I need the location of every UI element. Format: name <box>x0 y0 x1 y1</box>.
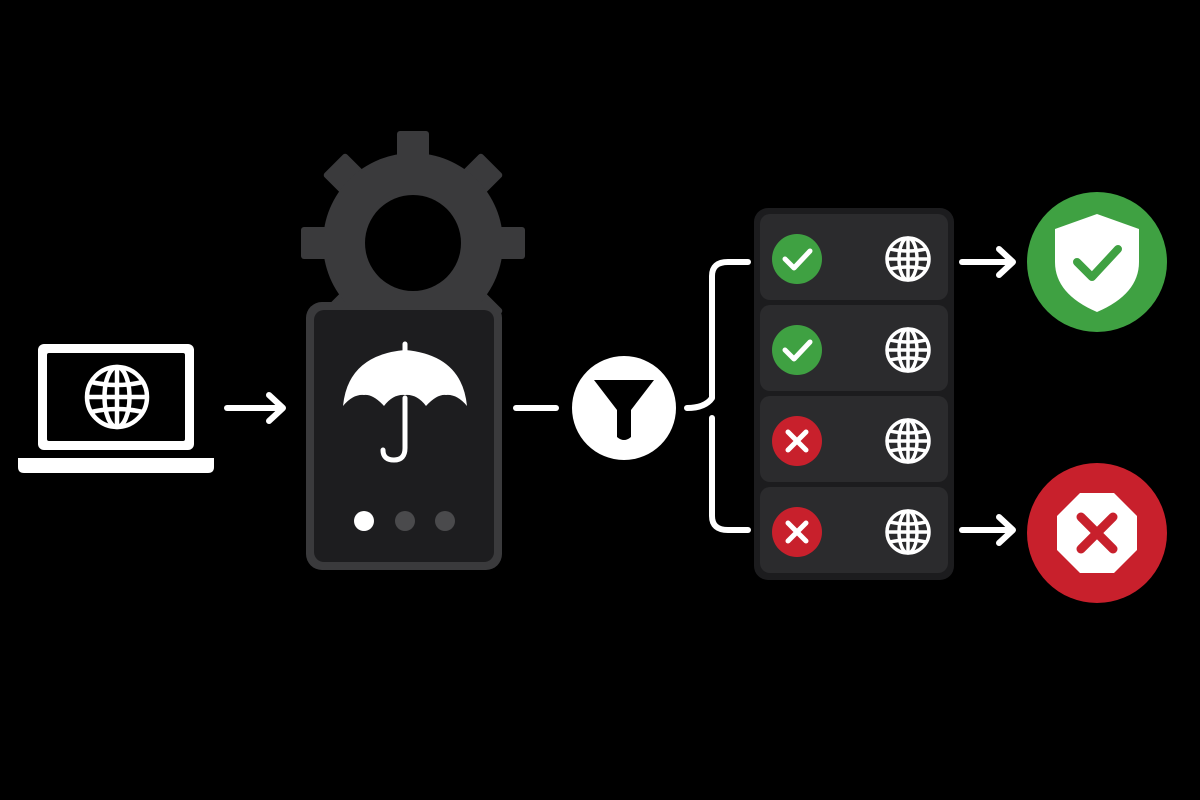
x-icon <box>772 416 822 466</box>
globe-icon <box>885 418 931 464</box>
list-item <box>760 487 948 573</box>
list-item <box>760 305 948 391</box>
branch-brace <box>684 259 751 533</box>
check-icon <box>772 325 822 375</box>
list-item <box>760 214 948 300</box>
globe-icon <box>885 236 931 282</box>
globe-icon <box>84 364 150 430</box>
site-list <box>760 214 948 573</box>
umbrella-icon <box>343 341 467 463</box>
octagon-x-icon <box>1027 463 1167 603</box>
arrow-connector <box>224 392 286 424</box>
arrow-connector <box>959 514 1016 546</box>
globe-icon <box>885 327 931 373</box>
list-item <box>760 396 948 482</box>
gear-icon <box>301 131 525 355</box>
carousel-dot <box>435 511 455 531</box>
carousel-dot-active <box>354 511 374 531</box>
globe-icon <box>885 509 931 555</box>
carousel-dot <box>395 511 415 531</box>
x-icon <box>772 507 822 557</box>
carousel-dots <box>354 511 455 531</box>
arrow-connector <box>959 246 1016 278</box>
shield-check-icon <box>1027 192 1167 332</box>
check-icon <box>772 234 822 284</box>
funnel-icon <box>572 356 676 460</box>
